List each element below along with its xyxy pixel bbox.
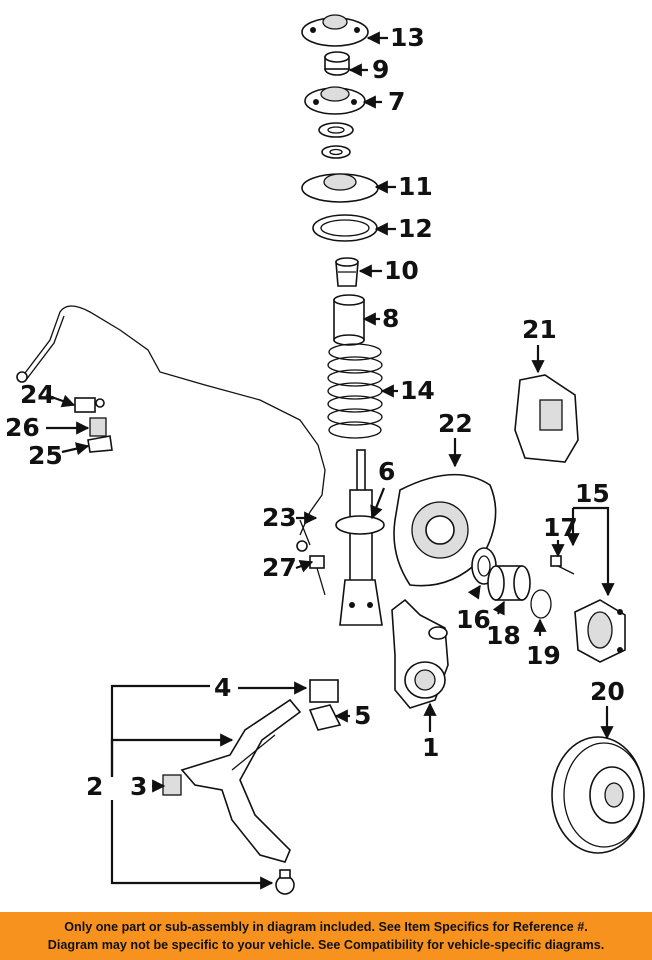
callout-13: 13 (390, 23, 425, 52)
snap-ring-19 (530, 589, 552, 619)
bolt-27 (309, 555, 326, 596)
bushing-3 (162, 774, 182, 796)
callout-24: 24 (20, 380, 55, 409)
callout-5: 5 (354, 701, 371, 730)
callout-15: 15 (575, 479, 610, 508)
dust-boot-8 (333, 294, 365, 346)
stabilizer-link-23 (296, 519, 311, 552)
disclaimer-line-1: Only one part or sub-assembly in diagram… (64, 920, 588, 934)
splash-shield-22 (393, 473, 497, 587)
callout-2: 2 (86, 772, 103, 801)
strut-assembly-6 (335, 449, 385, 626)
callout-3: 3 (130, 772, 147, 801)
callout-21: 21 (522, 315, 557, 344)
disclaimer-banner: Only one part or sub-assembly in diagram… (0, 912, 652, 960)
callout-11: 11 (398, 172, 433, 201)
bushing-5 (308, 704, 342, 731)
spring-seat-11 (301, 173, 379, 203)
callout-18: 18 (486, 621, 521, 650)
callout-8: 8 (382, 304, 399, 333)
callout-20: 20 (590, 677, 625, 706)
lower-control-arm (180, 698, 302, 863)
callout-19: 19 (526, 641, 561, 670)
bushing-26 (89, 417, 107, 437)
insulator-12 (312, 214, 378, 242)
callout-27: 27 (262, 553, 297, 582)
callout-10: 10 (384, 256, 419, 285)
ball-joint (275, 869, 295, 895)
callout-7: 7 (388, 87, 405, 116)
disclaimer-line-2: Diagram may not be specific to your vehi… (47, 938, 605, 952)
coil-spring-14 (327, 343, 383, 439)
bracket-25 (87, 435, 113, 453)
wheel-bearing-18 (487, 565, 531, 601)
mount-plate-7 (304, 86, 366, 115)
callout-23: 23 (262, 503, 297, 532)
bracket-4 (309, 679, 339, 703)
callout-6: 6 (378, 457, 395, 486)
nut-9 (324, 51, 350, 76)
strut-mount-13 (301, 14, 369, 47)
hub-15 (574, 599, 626, 663)
brake-caliper-21 (514, 374, 579, 463)
front-suspension-parts-diagram: 13 9 7 11 12 10 8 14 6 22 21 15 17 23 27… (5, 14, 645, 895)
callout-17: 17 (543, 513, 578, 542)
bearing-rings (318, 122, 354, 159)
steering-knuckle-1 (391, 598, 449, 709)
callout-26: 26 (5, 413, 40, 442)
callout-1: 1 (422, 733, 439, 762)
brake-rotor-20 (551, 736, 645, 854)
callout-16: 16 (456, 605, 491, 634)
bushing-clamp-24 (74, 397, 105, 413)
callout-25: 25 (28, 441, 63, 470)
bump-stop-10 (335, 257, 359, 287)
callout-9: 9 (372, 55, 389, 84)
callout-14: 14 (400, 376, 435, 405)
wheel-stud-17 (550, 555, 575, 575)
callout-12: 12 (398, 214, 433, 243)
callout-22: 22 (438, 409, 473, 438)
callout-4: 4 (214, 673, 231, 702)
stabilizer-bar (16, 305, 326, 536)
